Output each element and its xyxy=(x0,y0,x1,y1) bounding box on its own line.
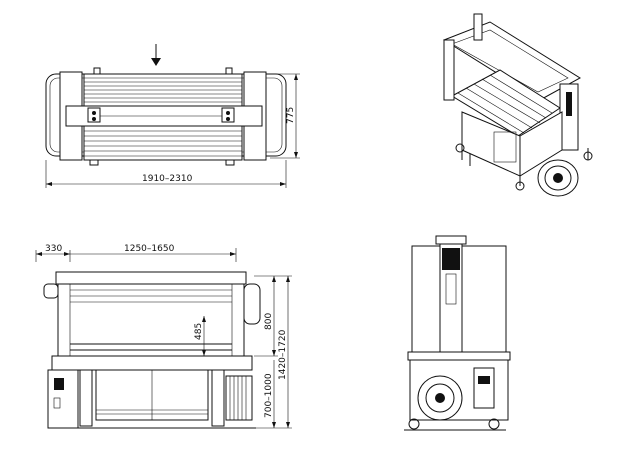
top-view: 1910–2310 775 xyxy=(45,44,300,188)
table-height-dimension: 700–1000 xyxy=(264,373,274,418)
lower-roller-bank xyxy=(83,125,243,161)
front-view: 330 1250–1650 485 xyxy=(35,244,292,429)
total-height-dimension: 1420–1720 xyxy=(278,329,288,380)
left-offset-dimension: 330 xyxy=(45,244,62,254)
side-view xyxy=(404,235,511,431)
arrow-down-icon xyxy=(151,44,161,66)
span-dimension: 1250–1650 xyxy=(124,244,175,254)
upper-height-dimension: 800 xyxy=(264,313,274,330)
isometric-view xyxy=(442,13,593,197)
inner-height-dimension: 485 xyxy=(194,323,204,340)
top-depth-dimension: 775 xyxy=(286,107,296,124)
top-width-dimension: 1910–2310 xyxy=(142,174,193,184)
